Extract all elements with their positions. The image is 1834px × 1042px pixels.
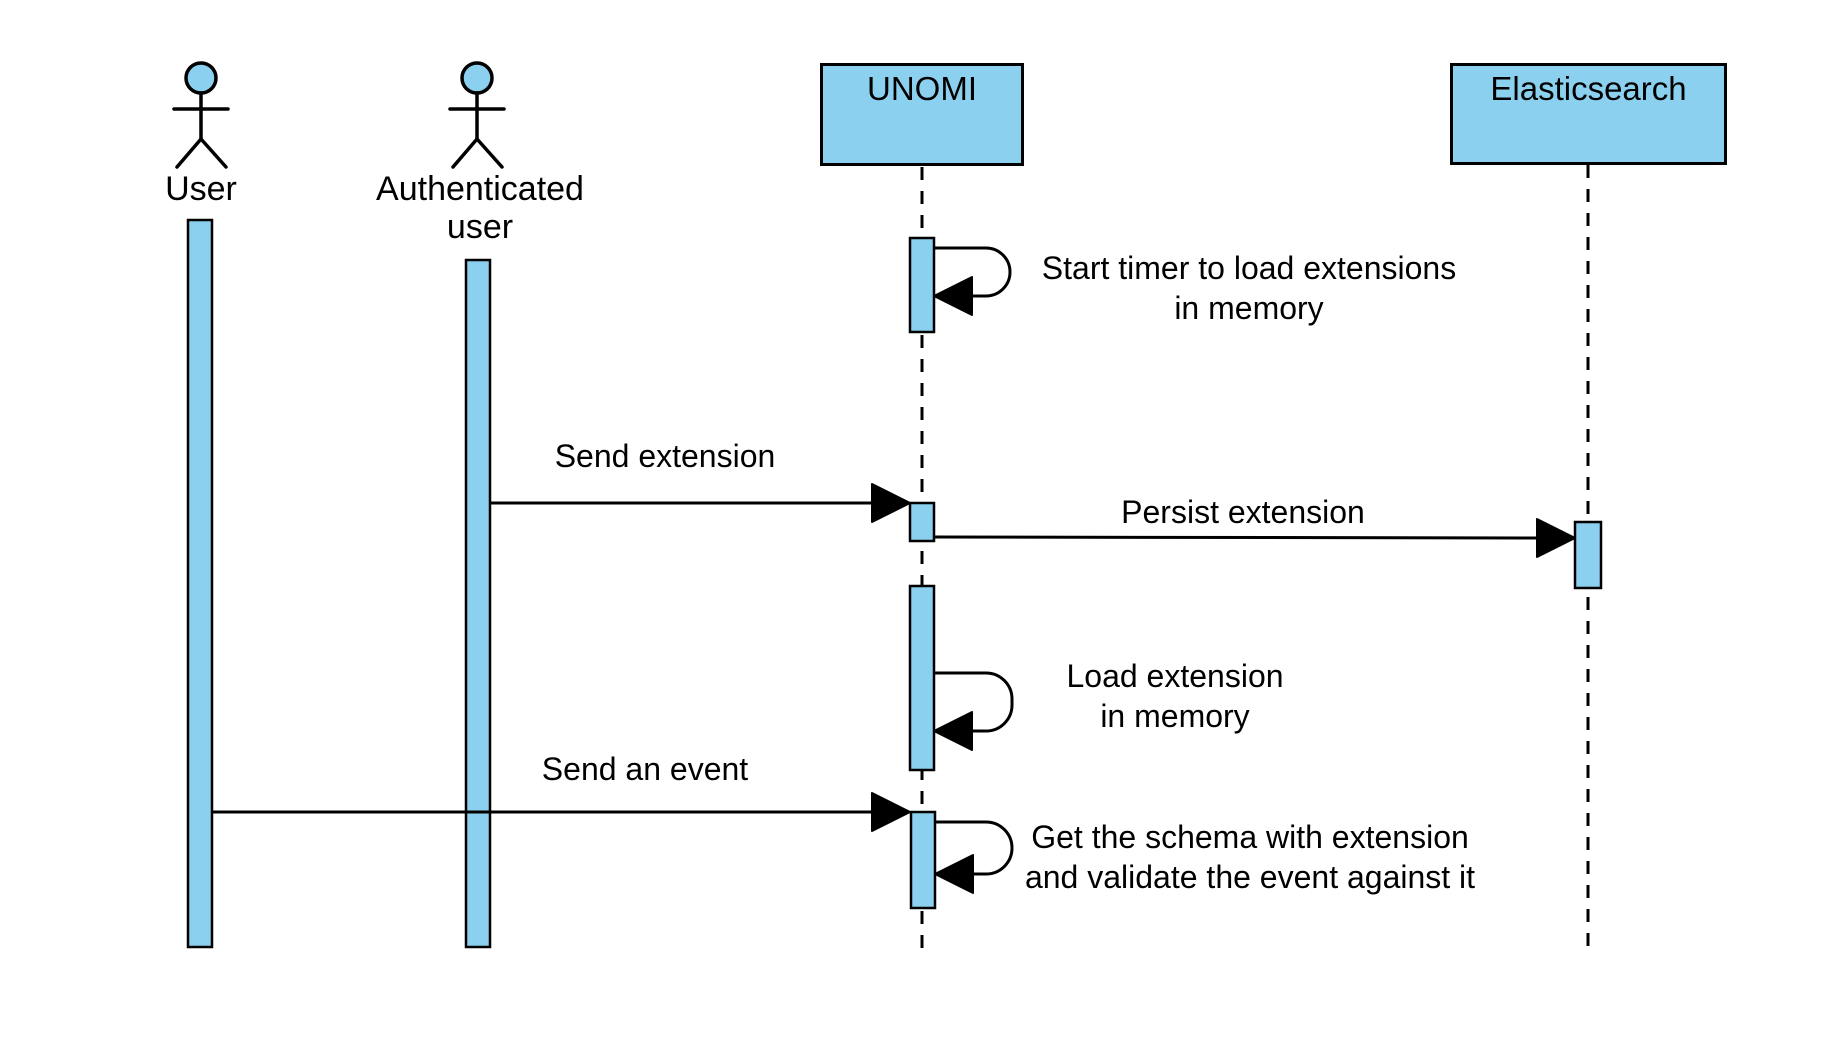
authenticated-user-head-icon xyxy=(460,61,494,95)
participant-elasticsearch-label: Elasticsearch xyxy=(1490,70,1687,107)
load-extension-arrowhead-icon xyxy=(933,711,973,751)
elasticsearch-activation-bar xyxy=(1573,520,1603,590)
unomi-activation-bar-3 xyxy=(908,584,936,772)
actor-authenticated-user-label-line-1: Authenticated xyxy=(376,170,584,208)
actor-authenticated-user-figure xyxy=(448,61,506,169)
participant-unomi: UNOMI xyxy=(820,63,1024,166)
label-load-extension: Load extension in memory xyxy=(1035,656,1315,736)
message-load-extension-loop xyxy=(933,671,1014,751)
label-send-extension: Send extension xyxy=(545,436,785,476)
send-an-event-arrowhead-icon xyxy=(871,792,911,832)
label-get-schema-line-2: and validate the event against it xyxy=(1024,859,1476,895)
unomi-activation-bar-2 xyxy=(908,501,936,543)
label-load-extension-line-2: in memory xyxy=(1100,698,1250,734)
participant-elasticsearch: Elasticsearch xyxy=(1450,63,1727,165)
get-schema-loop-line xyxy=(935,820,1014,876)
label-send-an-event: Send an event xyxy=(525,749,765,789)
label-send-an-event-line-1: Send an event xyxy=(541,751,749,787)
user-activation-bar xyxy=(186,218,214,949)
unomi-activation-bar-4 xyxy=(909,810,937,910)
actor-user-figure xyxy=(172,61,230,169)
authenticated-user-activation-bar xyxy=(464,258,492,949)
label-start-timer: Start timer to load extensions in memory xyxy=(1029,248,1469,328)
actor-user-label: User xyxy=(101,170,301,208)
label-persist-extension-line-1: Persist extension xyxy=(1121,494,1365,530)
label-get-schema-line-1: Get the schema with extension xyxy=(1031,819,1469,855)
actor-authenticated-user-label: Authenticated user xyxy=(352,170,608,246)
authenticated-user-legs xyxy=(451,136,504,169)
start-timer-arrowhead-icon xyxy=(933,276,973,316)
message-send-extension-arrow xyxy=(490,483,911,523)
start-timer-loop-line xyxy=(934,246,1012,298)
label-send-extension-line-1: Send extension xyxy=(554,438,776,474)
persist-extension-line xyxy=(933,535,1542,540)
message-persist-extension-arrow xyxy=(933,518,1576,558)
participant-unomi-label: UNOMI xyxy=(867,70,977,107)
actor-authenticated-user-label-line-2: user xyxy=(446,208,514,246)
load-extension-loop-line xyxy=(934,671,1014,733)
label-get-schema: Get the schema with extension and valida… xyxy=(1020,817,1480,897)
actor-user-label-line-1: User xyxy=(165,170,237,208)
get-schema-arrowhead-icon xyxy=(934,854,974,894)
message-start-timer-loop xyxy=(933,246,1012,316)
send-extension-arrowhead-icon xyxy=(871,483,911,523)
label-start-timer-line-2: in memory xyxy=(1174,290,1324,326)
label-persist-extension: Persist extension xyxy=(1093,492,1393,532)
label-load-extension-line-1: Load extension xyxy=(1066,658,1284,694)
persist-extension-arrowhead-icon xyxy=(1536,518,1576,558)
user-head-icon xyxy=(184,61,218,95)
label-start-timer-line-1: Start timer to load extensions xyxy=(1041,250,1457,286)
message-get-schema-loop xyxy=(934,820,1014,894)
user-legs xyxy=(175,136,228,169)
unomi-activation-bar-1 xyxy=(908,236,936,334)
message-send-an-event-arrow xyxy=(213,792,911,832)
